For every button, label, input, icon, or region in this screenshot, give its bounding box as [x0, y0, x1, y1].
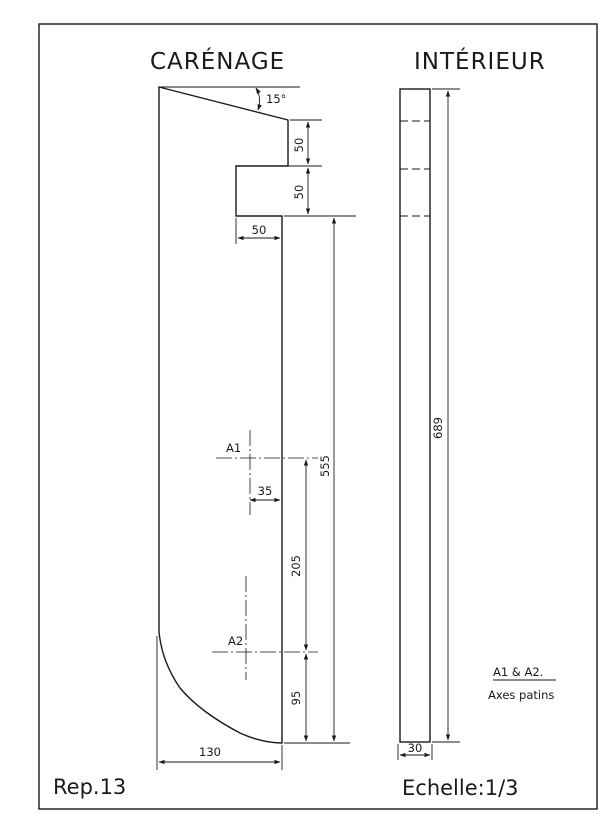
notch-depth-dimension: 50 [235, 218, 281, 244]
offset-35-dimension: 35 [249, 484, 281, 503]
notch-depth-label: 50 [252, 223, 267, 237]
span-205-label: 205 [289, 555, 303, 577]
drawing-border [38, 23, 598, 810]
title-interieur: INTÉRIEUR [414, 47, 546, 75]
axes-note-title: A1 & A2. [493, 665, 543, 679]
inner-width-dimension: 30 [397, 741, 433, 760]
inner-length-label: 689 [431, 417, 445, 439]
height-555-dimension: 555 [284, 217, 350, 744]
axes-note: A1 & A2. Axes patins [488, 665, 556, 702]
title-carenage: CARÉNAGE [150, 47, 285, 75]
axis-a2: A2 [212, 576, 318, 680]
width-130-label: 130 [199, 745, 221, 759]
angle-15-label: 15° [266, 92, 286, 106]
interieur-profile [399, 88, 431, 743]
bottom-95-label: 95 [289, 691, 303, 706]
width-130-dimension: 130 [156, 636, 283, 770]
axis-a1-label: A1 [226, 441, 241, 455]
inner-width-label: 30 [408, 741, 423, 755]
notch-height-dimensions: 50 50 [238, 119, 356, 217]
axis-a2-label: A2 [228, 634, 243, 648]
height-555-label: 555 [318, 455, 332, 477]
axis-a1: A1 [216, 430, 318, 515]
notch-lower-label: 50 [292, 185, 306, 200]
angle-15-dimension: 15° [159, 86, 300, 111]
notch-upper-label: 50 [292, 138, 306, 153]
span-dimensions: 205 95 [289, 459, 309, 742]
axes-note-desc: Axes patins [488, 688, 554, 702]
carenage-profile [158, 86, 289, 744]
reference-number: Rep.13 [53, 775, 126, 799]
scale-label: Echelle:1/3 [402, 776, 519, 800]
inner-length-dimension: 689 [431, 88, 460, 743]
offset-35-label: 35 [258, 484, 273, 498]
